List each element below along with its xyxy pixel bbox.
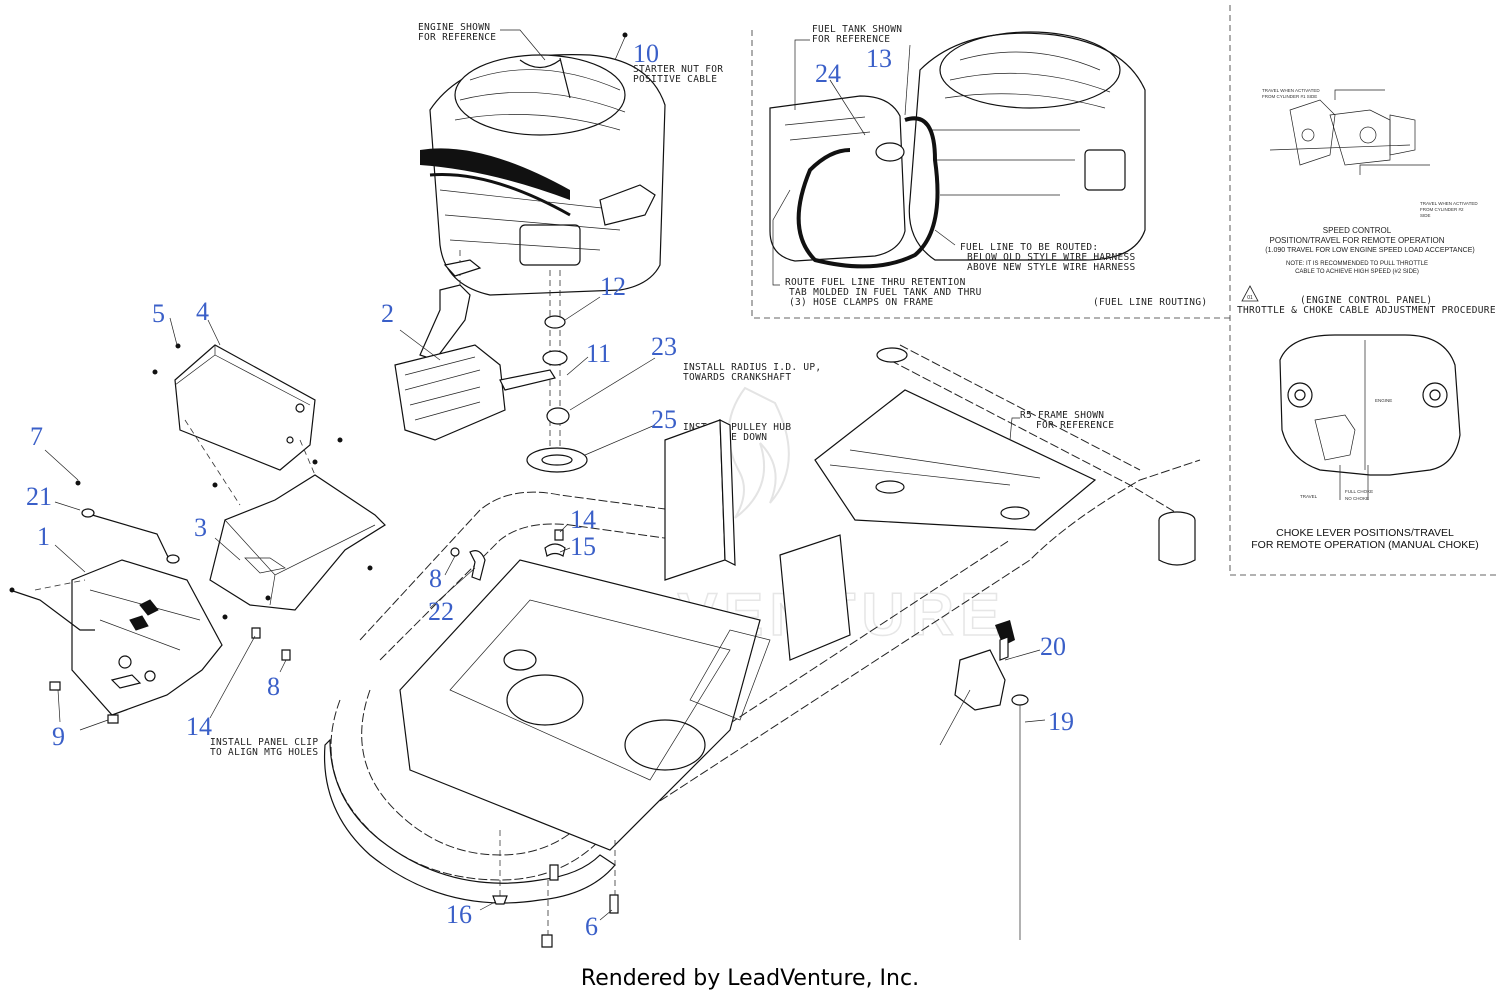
bracket-3: 3 <box>194 474 386 620</box>
callout-1: 1 <box>37 522 50 551</box>
engine-ref-line2: FOR REFERENCE <box>418 32 496 43</box>
engine-ref-line1: ENGINE SHOWN <box>418 22 490 33</box>
frame-ref-line2: FOR REFERENCE <box>1036 420 1114 431</box>
callout-6: 6 <box>585 912 598 941</box>
muffler-assembly: 2 12 11 23 25 INSTALL RADIUS I.D. UP, TO… <box>381 259 821 473</box>
warning-triangle-icon <box>1241 285 1259 302</box>
panel-clip-line2: TO ALIGN MTG HOLES <box>210 747 318 758</box>
callout-12: 12 <box>600 272 626 301</box>
speed-control-note1: NOTE: IT IS RECOMMENDED TO PULL THROTTLE <box>1286 261 1428 267</box>
callout-9: 9 <box>52 722 65 751</box>
callout-22: 22 <box>428 597 454 626</box>
starter-nut-line1: STARTER NUT FOR <box>633 64 723 75</box>
fuel-line-note-line1: FUEL LINE TO BE ROUTED: <box>960 242 1098 253</box>
fuel-tank-ref-line2: FOR REFERENCE <box>812 34 890 45</box>
choke-title1: CHOKE LEVER POSITIONS/TRAVEL <box>1276 527 1454 539</box>
callout-3: 3 <box>194 513 207 542</box>
choke-engine-label: ENGINE <box>1375 398 1392 403</box>
frame-assembly: R5 FRAME SHOWN FOR REFERENCE <box>323 344 1201 904</box>
starter-nut-line2: POSITIVE CABLE <box>633 74 717 85</box>
speed-control-title2: POSITION/TRAVEL FOR REMOTE OPERATION <box>1270 236 1445 245</box>
speed-control-title3: (1.090 TRAVEL FOR LOW ENGINE SPEED LOAD … <box>1265 247 1474 254</box>
choke-title2: FOR REMOTE OPERATION (MANUAL CHOKE) <box>1251 539 1479 551</box>
frame-ref-line1: R5 FRAME SHOWN <box>1020 410 1104 421</box>
callout-11: 11 <box>586 339 611 368</box>
engine-panel-title2: THROTTLE & CHOKE CABLE ADJUSTMENT PROCED… <box>1237 305 1496 316</box>
callout-24: 24 <box>815 59 841 88</box>
callout-14-panel-clip: 14 <box>186 712 212 741</box>
choke-travel-label: TRAVEL <box>1300 494 1318 499</box>
choke-lever-inset: ENGINE FULL CHOKE NO CHOKE TRAVEL CHOKE … <box>1251 334 1479 551</box>
panel-clip-line1: INSTALL PANEL CLIP <box>210 737 318 748</box>
pulley-note-line1: INSTALL PULLEY HUB <box>683 422 791 433</box>
callout-7: 7 <box>30 422 43 451</box>
callout-8-lower: 8 <box>267 672 280 701</box>
footer-credit: Rendered by LeadVenture, Inc. <box>580 966 920 991</box>
choke-full-label: FULL CHOKE <box>1345 489 1373 494</box>
callout-13: 13 <box>866 44 892 73</box>
badge-number: 01 <box>1247 295 1253 301</box>
callout-20: 20 <box>1040 632 1066 661</box>
engine-assembly: ENGINE SHOWN FOR REFERENCE STARTER NUT F… <box>418 22 723 450</box>
callout-19: 19 <box>1048 707 1074 736</box>
speed-control-inset: TRAVEL WHEN ACTIVATED FROM CYLINDER #1 S… <box>1229 5 1500 576</box>
dash-panel-1: 1 <box>34 522 223 716</box>
speed-control-note2: CABLE TO ACHIEVE HIGH SPEED (#2 SIDE) <box>1295 269 1419 275</box>
callout-2: 2 <box>381 299 394 328</box>
fuel-routing-caption: (FUEL LINE ROUTING) <box>1093 297 1207 308</box>
travel-bottom-line3: SIDE <box>1420 213 1431 218</box>
center-hardware: 8 22 14 15 <box>428 505 596 626</box>
travel-top-line1: TRAVEL WHEN ACTIVATED <box>1262 88 1320 93</box>
speed-control-title1: SPEED CONTROL <box>1323 226 1392 235</box>
cables-21: 7 21 <box>9 422 180 631</box>
travel-bottom-line2: FROM CYLINDER #2 <box>1420 207 1464 212</box>
cover-panel-4: 5 4 <box>152 297 343 511</box>
route-note-line1: ROUTE FUEL LINE THRU RETENTION <box>785 277 966 288</box>
route-note-line3: (3) HOSE CLAMPS ON FRAME <box>789 297 933 308</box>
choke-no-label: NO CHOKE <box>1345 496 1369 501</box>
fuel-tank-ref-line1: FUEL TANK SHOWN <box>812 24 902 35</box>
fuel-line-note-line3: ABOVE NEW STYLE WIRE HARNESS <box>967 262 1136 273</box>
callout-10: 10 <box>633 39 659 68</box>
callout-8-upper: 8 <box>429 564 442 593</box>
travel-bottom-line1: TRAVEL WHEN ACTIVATED <box>1420 201 1478 206</box>
route-note-line2: TAB MOLDED IN FUEL TANK AND THRU <box>789 287 982 298</box>
travel-top-line2: FROM CYLINDER #1 SIDE <box>1262 94 1317 99</box>
radius-note-line1: INSTALL RADIUS I.D. UP, <box>683 362 821 373</box>
callout-4: 4 <box>196 297 209 326</box>
fuel-routing-inset: FUEL TANK SHOWN FOR REFERENCE FUEL LINE … <box>751 24 1230 319</box>
fuel-line-note-line2: BELOW OLD STYLE WIRE HARNESS <box>967 252 1136 263</box>
callout-15: 15 <box>570 532 596 561</box>
engine-control-panel-title: 01 (ENGINE CONTROL PANEL) THROTTLE & CHO… <box>1237 285 1496 316</box>
callout-5: 5 <box>152 299 165 328</box>
fasteners-left: 9 14 8 INSTALL PANEL CLIP TO ALIGN MTG H… <box>49 627 318 758</box>
radius-note-line2: TOWARDS CRANKSHAFT <box>683 372 791 383</box>
callout-21: 21 <box>26 482 52 511</box>
callout-14-upper: 14 <box>570 505 596 534</box>
callout-16: 16 <box>446 900 472 929</box>
lower-hardware: 16 6 <box>446 840 619 948</box>
callout-25: 25 <box>651 405 677 434</box>
throttle-control-20: 20 19 <box>939 620 1074 940</box>
engine-panel-title1: (ENGINE CONTROL PANEL) <box>1300 295 1432 306</box>
callout-23: 23 <box>651 332 677 361</box>
